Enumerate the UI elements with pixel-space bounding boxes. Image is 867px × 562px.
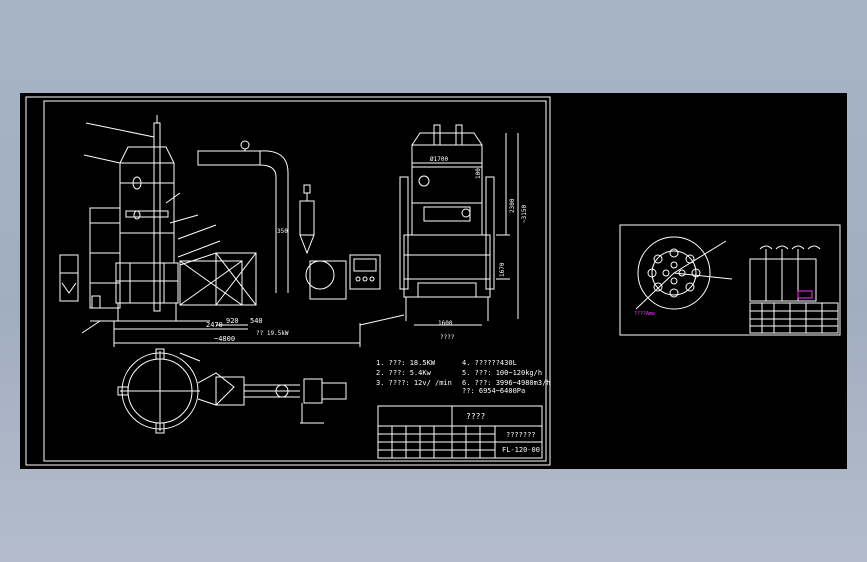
dim-plan-label: ????: [440, 334, 455, 341]
dim-right-100: 100: [475, 168, 482, 179]
dim-motor-label: ?? 19.5kW: [256, 330, 289, 337]
spec-line-3: 3. ????: 12v/ /min: [376, 379, 452, 387]
dim-right-1600: 1600: [438, 320, 453, 327]
plan-view: [117, 348, 347, 434]
dim-right-3150: ~3150: [521, 205, 528, 223]
dim-right-2300: 2300: [509, 198, 516, 213]
spec-line-2: 2. ???: 5.4Kw: [376, 369, 432, 377]
drawing-canvas[interactable]: 2470 920 540 ~4800 ?? 19.5kW 350 ???? Ø1…: [20, 93, 847, 469]
side-elevation: [359, 124, 519, 326]
spec-line-1: 1. ???: 18.5KW: [376, 359, 436, 367]
drawing-svg: 2470 920 540 ~4800 ?? 19.5kW 350 ???? Ø1…: [25, 96, 841, 466]
spec-line-6: 6. ???: 3996~4980m3/h: [462, 379, 551, 387]
dim-350: 350: [277, 228, 288, 235]
title-block-name: ???????: [506, 431, 536, 439]
sheet-outer-border: [25, 96, 551, 466]
dim-right-top: Ø1700: [430, 156, 448, 163]
detail-label: ????Ame: [634, 311, 655, 317]
spec-line-7: ??: 6954~6400Pa: [462, 387, 525, 395]
sheet-inner-border: [43, 100, 547, 462]
spec-line-5: 5. ???: 100~120kg/h: [462, 369, 542, 377]
dim-right-1670: 1670: [499, 262, 506, 277]
dim-540: 540: [250, 317, 263, 325]
title-block-drawing-no: FL-120-00: [502, 446, 540, 454]
dim-2470: 2470: [206, 321, 223, 329]
front-elevation: [59, 115, 381, 347]
detail-sheet: [619, 224, 841, 336]
title-block-title: ????: [466, 412, 485, 421]
dim-920: 920: [226, 317, 239, 325]
dim-total-width: ~4800: [214, 335, 235, 343]
detail-accent-box: [797, 290, 813, 299]
spec-line-4: 4. ??????430L: [462, 359, 517, 367]
title-block: [377, 405, 543, 459]
